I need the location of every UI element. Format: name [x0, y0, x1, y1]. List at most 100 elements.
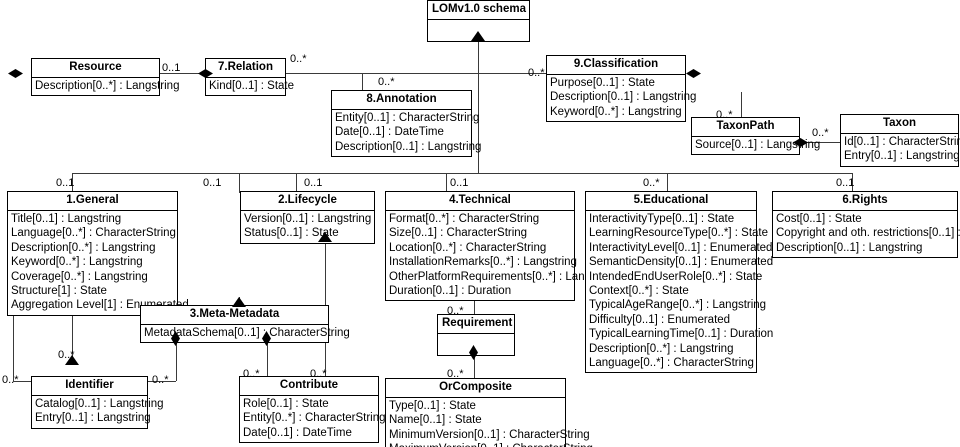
attr-row: Duration[0..1] : Duration: [389, 285, 512, 298]
mult-classification-left: 0..*: [528, 67, 545, 79]
class-box-lom-schema[interactable]: LOMv1.0 schema: [427, 0, 530, 42]
generalization-arrow-lifecycle: [318, 232, 332, 242]
mult-taxonpath-taxon: 0..*: [812, 127, 829, 139]
class-attrs-technical: Format[0..*] : CharacterString Size[0..1…: [386, 211, 620, 300]
class-attrs-rights: Cost[0..1] : State Copyright and oth. re…: [773, 211, 960, 257]
attr-row: InteractivityType[0..1] : State: [589, 213, 735, 225]
connector-requirement-orcomposite: [474, 352, 475, 381]
mult-technical: 0..1: [450, 177, 469, 189]
class-attrs-general: Title[0..1] : Langstring Language[0..*] …: [8, 211, 189, 315]
connector-lom-to-bus: [478, 40, 479, 173]
attr-row: OtherPlatformRequirements[0..*] : Langst…: [389, 270, 620, 283]
connector-general-to-identifier: [13, 381, 40, 382]
class-box-educational[interactable]: 5.Educational InteractivityType[0..1] : …: [585, 191, 774, 374]
attr-row: Type[0..1] : State: [389, 400, 476, 412]
connector-resource-relation: [160, 73, 205, 74]
attr-row: Entity[0..1] : CharacterString: [335, 112, 480, 124]
class-box-annotation[interactable]: 8.Annotation Entity[0..1] : CharacterStr…: [331, 90, 481, 158]
class-name-orcomposite: OrComposite: [386, 379, 565, 398]
class-attrs-taxon: Id[0..1] : CharacterString Entry[0..1] :…: [841, 134, 960, 166]
mult-lifecycle: 0..1: [304, 177, 323, 189]
mult-identifier-right: 0..*: [152, 374, 169, 386]
attr-row: Keyword[0..*] : Langstring: [11, 256, 143, 269]
class-box-relation[interactable]: 7.Relation Kind[0..1] : State: [205, 58, 294, 97]
class-name-lifecycle: 2.Lifecycle: [241, 192, 374, 211]
composition-diamond-metametadata-left: [171, 331, 180, 346]
class-box-technical[interactable]: 4.Technical Format[0..*] : CharacterStri…: [385, 191, 620, 302]
attr-row: Entity[0..*] : CharacterString: [243, 412, 386, 425]
mult-general: 0..1: [56, 177, 75, 189]
attr-row: MinimumVersion[0..1] : CharacterString: [389, 428, 590, 441]
attr-row: MaximumVersion[0..1] : CharacterString: [389, 442, 593, 447]
composition-diamond-metametadata-right: [262, 331, 271, 346]
attr-row: Version[0..1] : Langstring: [244, 213, 372, 225]
class-attrs-orcomposite: Type[0..1] : State Name[0..1] : State Mi…: [386, 398, 593, 447]
connector-taxonpath-taxon: [800, 142, 840, 143]
class-box-orcomposite[interactable]: OrComposite Type[0..1] : State Name[0..1…: [385, 378, 593, 447]
composition-diamond-taxonpath: [793, 138, 808, 147]
attr-row: Source[0..1] : Langstring: [695, 139, 821, 151]
attr-row: Entry[0..1] : Langstring: [844, 150, 960, 163]
class-name-relation: 7.Relation: [206, 59, 285, 78]
mult-resource-relation: 0..1: [162, 62, 181, 74]
class-name-identifier: Identifier: [32, 377, 147, 396]
class-box-taxonpath[interactable]: TaxonPath Source[0..1] : Langstring: [691, 117, 821, 156]
attr-row: Copyright and oth. restrictions[0..1] : …: [776, 227, 960, 240]
attr-row: IntendedEndUserRole[0..*] : State: [589, 270, 763, 283]
class-name-educational: 5.Educational: [586, 192, 756, 211]
attr-row: Structure[1] : State: [11, 285, 107, 298]
generalization-arrow-metametadata: [232, 297, 246, 307]
class-name-rights: 6.Rights: [773, 192, 957, 211]
attr-row: Keyword[0..*] : Langstring: [550, 105, 682, 118]
connector-bus-to-trunk: [478, 73, 479, 93]
attr-row: MetadataSchema[0..1] : CharacterString: [144, 327, 350, 339]
class-box-meta-metadata[interactable]: 3.Meta-Metadata MetadataSchema[0..1] : C…: [140, 305, 350, 344]
attr-row: Description[0..*] : Langstring: [35, 80, 180, 92]
class-box-general[interactable]: 1.General Title[0..1] : Langstring Langu…: [7, 191, 189, 316]
generalization-arrow-identifier: [65, 355, 79, 365]
class-box-taxon[interactable]: Taxon Id[0..1] : CharacterString Entry[0…: [840, 114, 960, 167]
attr-row: Location[0..*] : CharacterString: [389, 241, 547, 254]
mult-identifier-left: 0..*: [2, 374, 19, 386]
class-attrs-educational: InteractivityType[0..1] : State Learning…: [586, 211, 774, 372]
composition-diamond-requirement: [469, 345, 478, 360]
composition-diamond-relation: [198, 69, 213, 78]
class-box-identifier[interactable]: Identifier Catalog[0..1] : Langstring En…: [31, 376, 164, 429]
connector-main-bus: [72, 173, 852, 174]
class-attrs-classification: Purpose[0..1] : State Description[0..1] …: [547, 75, 697, 121]
connector-bus-to-lifecycle: [296, 173, 297, 193]
connector-classification-taxonpath: [741, 92, 742, 117]
class-box-classification[interactable]: 9.Classification Purpose[0..1] : State D…: [546, 55, 697, 123]
class-attrs-annotation: Entity[0..1] : CharacterString Date[0..1…: [332, 110, 481, 156]
class-box-resource[interactable]: Resource Description[0..*] : Langstring: [31, 58, 180, 97]
class-name-technical: 4.Technical: [386, 192, 574, 211]
attr-row: Description[0..1] : Langstring: [550, 91, 697, 104]
class-attrs-relation: Kind[0..1] : State: [206, 78, 294, 95]
attr-row: TypicalLearningTime[0..1] : Duration: [589, 328, 774, 341]
attr-row: SemanticDensity[0..1] : Enumerated: [589, 256, 774, 269]
mult-relation-right: 0..*: [290, 53, 307, 65]
attr-row: Coverage[0..*] : Langstring: [11, 270, 148, 283]
class-name-meta-metadata: 3.Meta-Metadata: [141, 306, 328, 325]
attr-row: Description[0..*] : Langstring: [11, 241, 156, 254]
attr-row: Description[0..1] : Langstring: [776, 241, 923, 254]
mult-annotation-top: 0..*: [378, 76, 395, 88]
class-name-taxon: Taxon: [841, 115, 958, 134]
composition-diamond-resource-left: [8, 69, 23, 78]
attr-row: Cost[0..1] : State: [776, 213, 862, 225]
class-name-annotation: 8.Annotation: [332, 91, 471, 110]
class-box-rights[interactable]: 6.Rights Cost[0..1] : State Copyright an…: [772, 191, 960, 259]
mult-rights: 0..1: [836, 177, 855, 189]
attr-row: Language[0..*] : CharacterString: [11, 227, 176, 240]
class-box-contribute[interactable]: Contribute Role[0..1] : State Entity[0..…: [239, 376, 386, 444]
attr-row: Id[0..1] : CharacterString: [844, 136, 960, 148]
mult-lifecycle-left: 0..1: [203, 177, 222, 189]
attr-row: TypicalAgeRange[0..*] : Langstring: [589, 299, 767, 312]
connector-metametadata-identifier: [176, 338, 177, 381]
attr-row: Language[0..*] : CharacterString: [589, 357, 754, 370]
attr-row: Date[0..1] : DateTime: [335, 126, 444, 139]
connector-bus-to-annotation: [362, 73, 363, 90]
class-box-lifecycle[interactable]: 2.Lifecycle Version[0..1] : Langstring S…: [240, 191, 375, 244]
attr-row: Purpose[0..1] : State: [550, 77, 655, 89]
